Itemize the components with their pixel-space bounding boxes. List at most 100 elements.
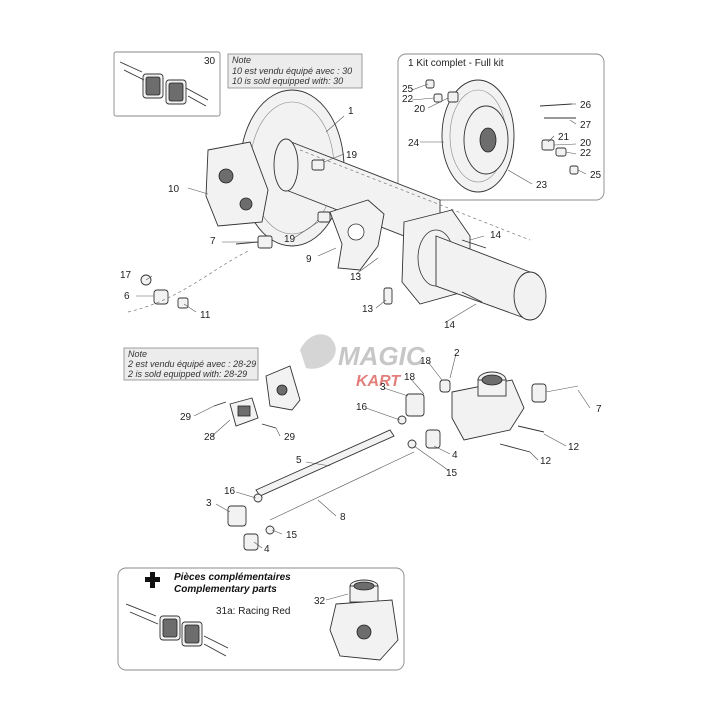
- bolt-12-lower: [499, 443, 531, 453]
- leader-lines: [136, 83, 591, 601]
- callout-7: 7: [596, 404, 602, 415]
- nut-16-lower: [253, 493, 263, 503]
- callout-5: 5: [296, 455, 302, 466]
- caliper-carrier-9: [329, 199, 385, 271]
- callout-7: 7: [210, 236, 216, 247]
- callout-20: 20: [580, 138, 592, 149]
- complementary-title-fr: Pièces complémentaires: [174, 572, 291, 583]
- full-kit-box: [397, 53, 605, 201]
- callout-13: 13: [350, 272, 362, 283]
- reservoir-32: [329, 579, 399, 661]
- brake-pads-30: [119, 61, 209, 107]
- hose-fitting-7: [531, 383, 579, 403]
- callout-2: 2: [454, 348, 460, 359]
- spacer-19-upper: [311, 159, 325, 171]
- callout-16: 16: [224, 486, 236, 497]
- hose-line-upper: [127, 249, 251, 313]
- bolt-12-upper: [517, 425, 545, 433]
- callout-3: 3: [206, 498, 212, 509]
- note-mid: Note 2 est vendu équipé avec : 28-29 2 i…: [123, 347, 259, 381]
- note-top: Note 10 est vendu équipé avec : 30 10 is…: [227, 53, 363, 89]
- callout-18: 18: [404, 372, 416, 383]
- callout-32: 32: [314, 596, 326, 607]
- nut-16-upper: [397, 415, 407, 425]
- clevis-3-upper: [405, 393, 425, 417]
- note-mid-line1: 2 est vendu équipé avec : 28-29: [127, 359, 256, 369]
- note-top-heading: Note: [232, 55, 251, 65]
- callout-25: 25: [590, 170, 602, 181]
- callout-30: 30: [204, 56, 216, 67]
- spacer-19-lower: [317, 211, 331, 223]
- fitting-6: [153, 289, 169, 305]
- callout-19: 19: [346, 150, 358, 161]
- callout-3: 3: [380, 382, 386, 393]
- callout-27: 27: [580, 120, 592, 131]
- full-kit-title: 1 Kit complet - Full kit: [408, 58, 504, 69]
- callout-16: 16: [356, 402, 368, 413]
- full-kit-disc: [441, 79, 515, 193]
- cable-8: [269, 451, 415, 521]
- callout-17: 17: [120, 270, 132, 281]
- callout-21: 21: [558, 132, 570, 143]
- callout-9: 9: [306, 254, 312, 265]
- callout-11: 11: [200, 310, 211, 321]
- callout-15: 15: [286, 530, 298, 541]
- callout-1: 1: [348, 106, 354, 117]
- callout-28: 28: [204, 432, 216, 443]
- brake-caliper-10: [205, 141, 269, 227]
- bolt-7-upper: [235, 235, 273, 249]
- clevis-4-lower: [243, 533, 259, 551]
- clevis-4-upper: [425, 429, 441, 449]
- watermark-magic: MAGIC: [338, 341, 426, 371]
- variant-label: 31a: Racing Red: [216, 606, 291, 617]
- callout-12: 12: [540, 456, 552, 467]
- bolt-14-upper: [461, 239, 487, 249]
- bolt-13-lower: [383, 287, 393, 305]
- callout-24: 24: [408, 138, 420, 149]
- callout-29: 29: [180, 412, 192, 423]
- pad-28: [229, 397, 259, 427]
- plus-icon: [145, 572, 160, 588]
- axle-tube: [435, 235, 547, 321]
- callout-15: 15: [446, 468, 458, 479]
- axis-line-upper: [299, 149, 531, 241]
- magic-kart-watermark: MAGIC KART: [300, 334, 426, 390]
- note-top-line1: 10 est vendu équipé avec : 30: [232, 66, 352, 76]
- clevis-3-lower: [227, 505, 247, 527]
- callout-26: 26: [580, 100, 592, 111]
- callout-23: 23: [536, 180, 548, 191]
- nut-15-lower: [265, 525, 275, 535]
- spring-18-right: [439, 379, 451, 393]
- washer-11: [177, 297, 189, 309]
- callout-18: 18: [420, 356, 432, 367]
- watermark-kart: KART: [356, 373, 401, 390]
- note-mid-line2: 2 is sold equipped with: 28-29: [127, 369, 247, 379]
- callout-8: 8: [340, 512, 346, 523]
- callout-12: 12: [568, 442, 580, 453]
- callout-29: 29: [284, 432, 296, 443]
- callout-22: 22: [580, 148, 592, 159]
- callout-14: 14: [490, 230, 502, 241]
- callout-14: 14: [444, 320, 456, 331]
- pads-31a: [125, 603, 229, 657]
- callout-25: 25: [402, 84, 414, 95]
- callout-6: 6: [124, 291, 130, 302]
- pad-inset-box: [113, 51, 221, 117]
- full-kit-bolts: [425, 79, 579, 175]
- note-mid-heading: Note: [128, 349, 147, 359]
- note-top-line2: 10 is sold equipped with: 30: [232, 76, 343, 86]
- bolt-14-lower: [461, 291, 483, 303]
- callout-4: 4: [264, 544, 270, 555]
- pin-29-right: [261, 423, 277, 429]
- callout-22: 22: [402, 94, 414, 105]
- push-rod-5: [255, 429, 395, 497]
- pin-29-left: [213, 401, 227, 407]
- callout-20: 20: [414, 104, 426, 115]
- callout-4: 4: [452, 450, 458, 461]
- complementary-box: [117, 567, 405, 671]
- callout-19: 19: [284, 234, 296, 245]
- master-cylinder: [451, 371, 525, 441]
